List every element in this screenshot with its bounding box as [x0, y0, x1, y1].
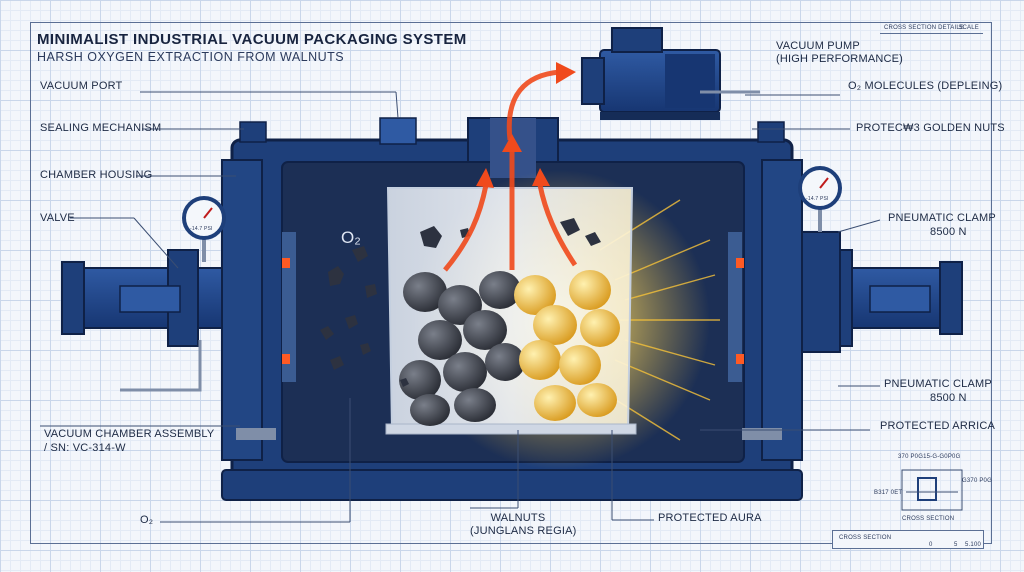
label-walnuts: WALNUTS — [490, 512, 546, 524]
walnuts-protected — [514, 270, 620, 421]
left-hydraulic-ram — [61, 249, 231, 392]
label-pneumatic-clamp-lower-force: 8500 N — [930, 392, 967, 404]
label-vacuum-pump: VACUUM PUMP — [776, 40, 860, 52]
right-pressure-gauge — [798, 166, 842, 232]
extraction-arrows — [443, 69, 578, 272]
leader-lines — [40, 91, 881, 523]
page-subtitle: HARSH OXYGEN EXTRACTION FROM WALNUTS — [37, 50, 345, 64]
detail-left-note: B317 0ET — [874, 490, 903, 496]
label-assembly: VACUUM CHAMBER ASSEMBLY — [44, 428, 215, 440]
label-sealing-mechanism: SEALING MECHANISM — [40, 122, 162, 134]
oxygen-particles — [320, 218, 601, 387]
label-walnuts-latin: (JUNGLANS REGIA) — [470, 525, 577, 537]
label-pneumatic-clamp-upper-force: 8500 N — [930, 226, 967, 238]
detail-caption: CROSS SECTION — [902, 516, 955, 522]
scale-tick-2: 5.100 — [965, 542, 982, 548]
chamber-o2-label: O₂ — [341, 228, 361, 247]
cross-section-detail — [901, 469, 963, 511]
scale-block-label: CROSS SECTION — [839, 535, 892, 541]
bag-seal — [385, 423, 637, 435]
label-valve: VALVE — [40, 212, 75, 224]
page-title: MINIMALIST INDUSTRIAL VACUUM PACKAGING S… — [37, 31, 467, 48]
left-pressure-gauge — [182, 196, 226, 262]
right-gauge-reading: -14.7 PSI — [806, 196, 829, 202]
header-block-right: SCALE — [958, 25, 979, 31]
scale-tick-1: 5 — [954, 542, 958, 548]
walnuts-depleted — [399, 271, 525, 426]
extraction-arrowheads — [476, 62, 576, 188]
label-vacuum-pump-spec: (HIGH PERFORMANCE) — [776, 53, 904, 65]
header-block-left: CROSS SECTION DETAILS — [884, 25, 965, 31]
label-vacuum-port: VACUUM PORT — [40, 80, 123, 92]
label-chamber-housing: CHAMBER HOUSING — [40, 169, 153, 181]
label-o2-molecules: O₂ MOLECULES (DEPLEING) — [848, 80, 1003, 92]
detail-right-note: G370 P0G — [962, 478, 992, 484]
scale-block: CROSS SECTION 0 5 5.100 — [832, 530, 984, 549]
left-gauge-reading: -14.7 PSI — [190, 226, 213, 232]
header-block: CROSS SECTION DETAILS SCALE — [880, 25, 983, 34]
detail-top-note: 370 P0G15-G-G0P0G — [898, 454, 961, 460]
right-hydraulic-ram — [794, 231, 963, 353]
vacuum-pump — [581, 27, 760, 120]
label-o2-bottom: O₂ — [140, 514, 154, 526]
label-protecting-golden-nuts: PROTEC₩3 GOLDEN NUTS — [856, 122, 1005, 134]
label-serial-number: / SN: VC-314-W — [44, 442, 126, 454]
label-pneumatic-clamp-upper: PNEUMATIC CLAMP — [888, 212, 996, 224]
label-pneumatic-clamp-lower: PNEUMATIC CLAMP — [884, 378, 992, 390]
scale-tick-0: 0 — [929, 542, 933, 548]
label-protected-aura: PROTECTED AURA — [658, 512, 762, 524]
label-protected-arrica: PROTECTED ARRICA — [880, 420, 996, 432]
